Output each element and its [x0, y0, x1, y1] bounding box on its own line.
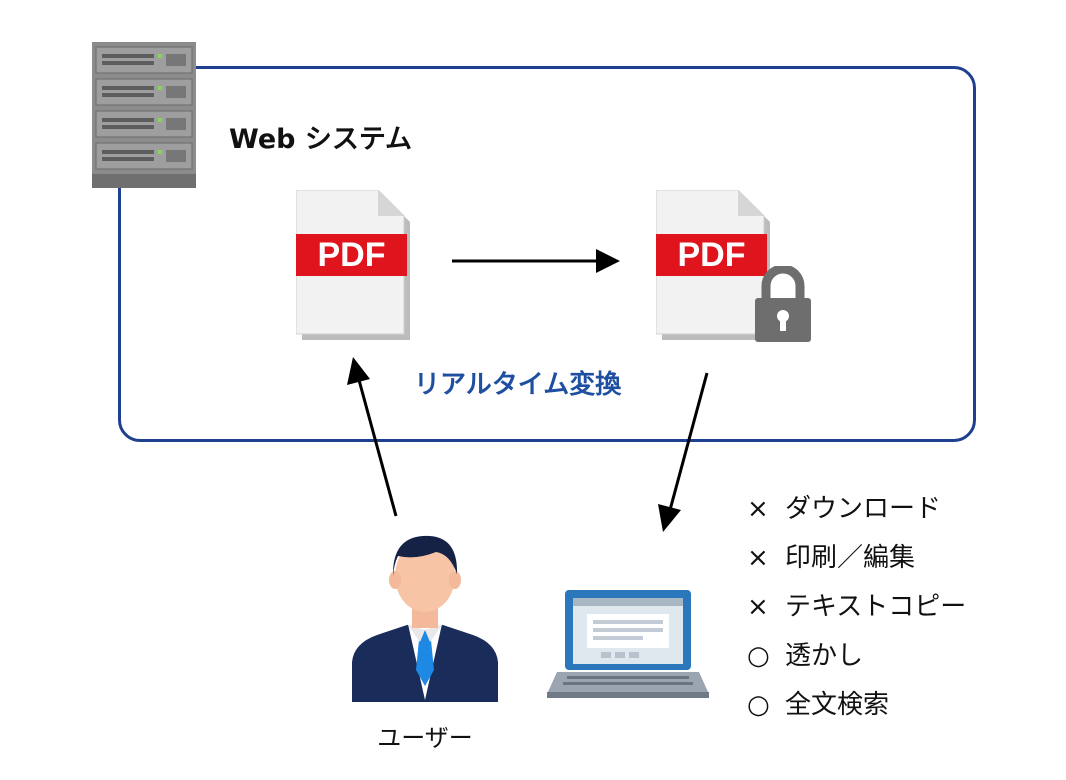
feature-label: ダウンロード [785, 494, 942, 524]
upload-arrow [347, 357, 398, 517]
lock-icon [755, 266, 811, 342]
conversion-label: リアルタイム変換 [414, 370, 622, 400]
feature-mark: × [747, 592, 769, 622]
protected-pdf-label: PDF [656, 234, 767, 276]
feature-mark: ○ [747, 690, 770, 720]
web-system-box [118, 66, 976, 442]
laptop-icon [547, 590, 709, 698]
feature-item: × テキストコピー [747, 588, 966, 637]
feature-list: × ダウンロード × 印刷／編集 × テキストコピー ○ 透かし ○ 全文検索 [747, 490, 966, 735]
feature-item: ○ 透かし [747, 637, 966, 686]
feature-label: 印刷／編集 [785, 543, 916, 573]
feature-label: 全文検索 [785, 690, 890, 720]
feature-item: × 印刷／編集 [747, 539, 966, 588]
server-icon [92, 42, 196, 188]
protected-pdf-icon: PDF [656, 190, 782, 340]
source-pdf-label: PDF [296, 234, 407, 276]
feature-item: ○ 全文検索 [747, 686, 966, 735]
user-icon [352, 535, 498, 702]
delivery-arrow [658, 372, 709, 532]
feature-item: × ダウンロード [747, 490, 966, 539]
feature-label: 透かし [785, 641, 864, 671]
system-title: Web システム [229, 124, 413, 155]
feature-mark: × [747, 543, 769, 573]
feature-mark: × [747, 494, 769, 524]
source-pdf-icon: PDF [296, 190, 422, 340]
conversion-arrow [452, 249, 620, 273]
feature-mark: ○ [747, 641, 770, 671]
user-label: ユーザー [377, 724, 473, 752]
feature-label: テキストコピー [785, 592, 967, 622]
